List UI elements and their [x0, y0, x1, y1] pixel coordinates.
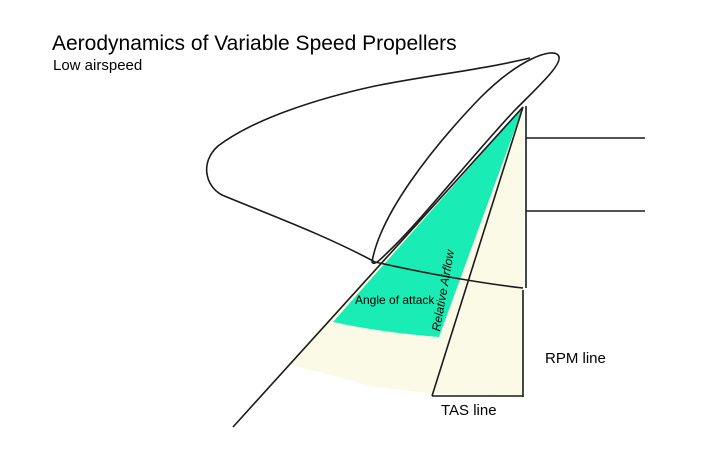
diagram-subtitle: Low airspeed [53, 57, 143, 74]
rpm-line-label: RPM line [545, 350, 606, 367]
propeller-blade-outline [205, 57, 531, 289]
angle-of-attack-wedge [333, 107, 523, 337]
blade-leading-loop [371, 52, 560, 265]
relative-airflow-line [431, 106, 524, 397]
diagram-title: Aerodynamics of Variable Speed Propeller… [52, 32, 457, 55]
angle-of-attack-label: Angle of attack [355, 293, 435, 307]
chord-line [232, 106, 524, 428]
tas-line-label: TAS line [441, 402, 497, 419]
